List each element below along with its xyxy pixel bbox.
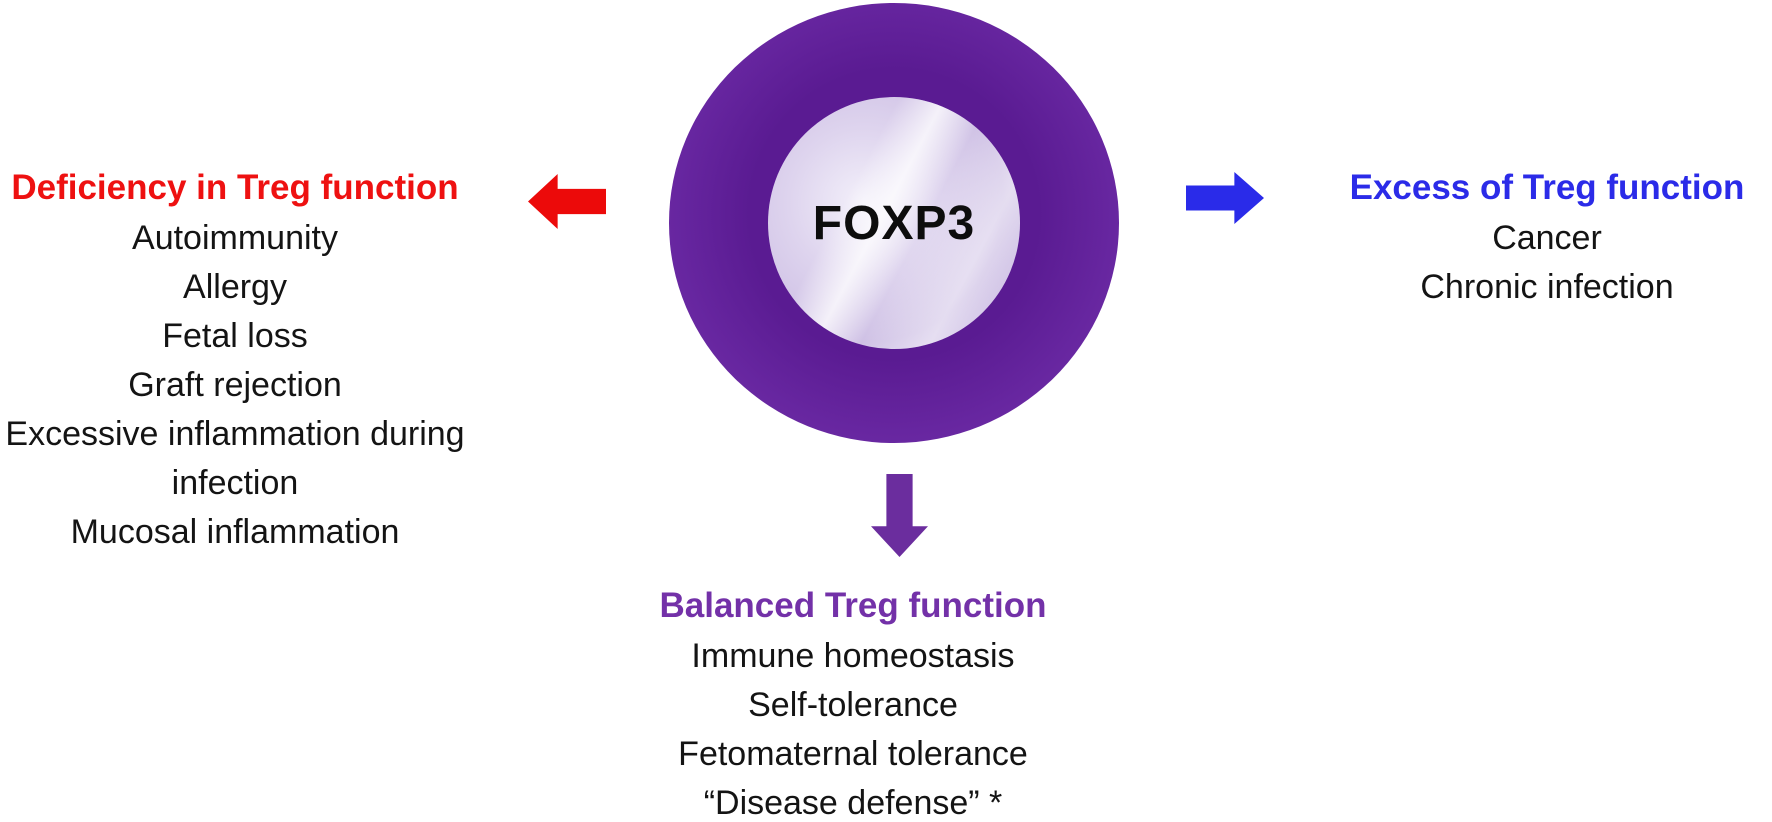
left-arrow-icon	[528, 174, 606, 229]
balanced-item: Immune homeostasis	[691, 637, 1015, 675]
balanced-item: Self-tolerance	[748, 686, 958, 724]
balanced-heading: Balanced Treg function	[659, 586, 1047, 625]
excess-item: Cancer	[1492, 219, 1602, 257]
balanced-item: Fetomaternal tolerance	[678, 735, 1028, 773]
deficiency-item: Fetal loss	[162, 317, 308, 355]
foxp3-label: FOXP3	[812, 196, 976, 250]
right-arrow-icon	[1186, 172, 1264, 224]
excess-heading: Excess of Treg function	[1349, 168, 1745, 207]
down-arrow-icon	[871, 474, 928, 557]
deficiency-heading: Deficiency in Treg function	[11, 168, 459, 207]
excess-block: Excess of Treg function Cancer Chronic i…	[1322, 162, 1772, 312]
treg-cell-nucleus-circle: FOXP3	[768, 97, 1020, 349]
treg-cell-outer-circle: FOXP3	[669, 3, 1119, 443]
deficiency-block: Deficiency in Treg function Autoimmunity…	[0, 162, 470, 557]
deficiency-item: Mucosal inflammation	[70, 513, 400, 551]
deficiency-item: Excessive inflammation during infection	[5, 415, 465, 502]
balanced-block: Balanced Treg function Immune homeostasi…	[593, 580, 1113, 822]
deficiency-item: Autoimmunity	[132, 219, 338, 257]
deficiency-item: Allergy	[183, 268, 287, 306]
excess-item: Chronic infection	[1420, 268, 1674, 306]
balanced-item: “Disease defense” *	[703, 784, 1003, 822]
deficiency-item: Graft rejection	[128, 366, 342, 404]
